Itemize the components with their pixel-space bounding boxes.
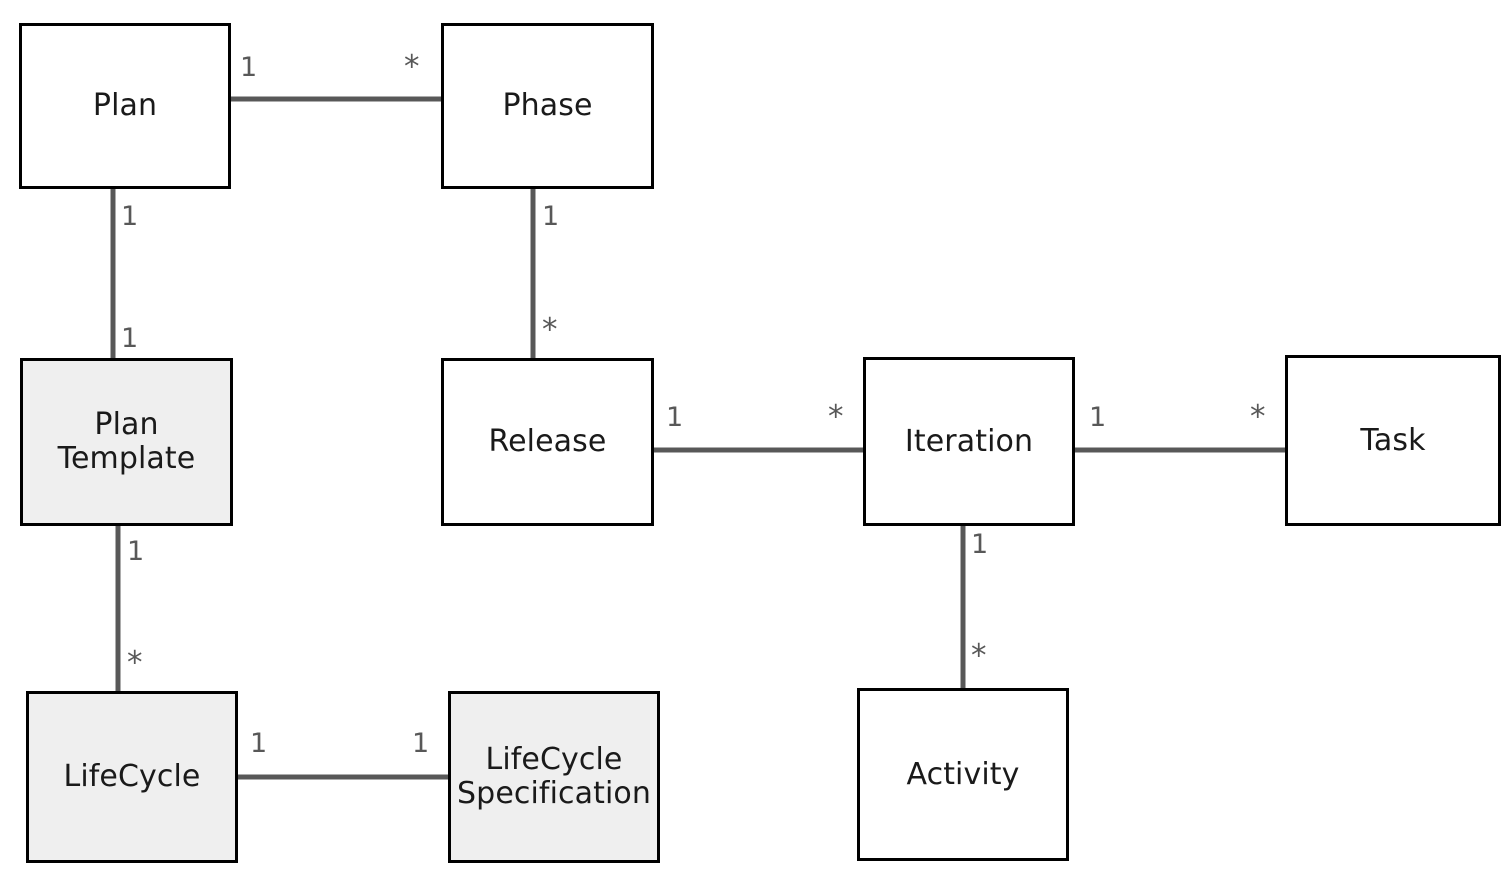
class-name-label: Phase: [502, 88, 593, 124]
multiplicity-label-lifecycle-lcspec-to: 1: [412, 728, 430, 759]
multiplicity-label-plan-plantemplate-to: 1: [121, 323, 139, 354]
multiplicity-label-phase-release-from: 1: [542, 201, 560, 232]
multiplicity-label-iteration-task-from: 1: [1089, 402, 1107, 433]
multiplicity-label-release-iteration-to: *: [828, 399, 844, 435]
multiplicity-label-iteration-activity-from: 1: [971, 529, 989, 560]
class-box-release[interactable]: Release: [441, 358, 654, 526]
multiplicity-label-plantemplate-lifecycle-to: *: [127, 645, 143, 681]
multiplicity-label-release-iteration-from: 1: [666, 402, 684, 433]
class-box-lifecycle[interactable]: LifeCycle: [26, 691, 238, 863]
class-box-plantpl[interactable]: Plan Template: [20, 358, 233, 526]
multiplicity-label-plan-plantemplate-from: 1: [121, 201, 139, 232]
multiplicity-label-iteration-task-to: *: [1250, 399, 1266, 435]
class-box-task[interactable]: Task: [1285, 355, 1501, 526]
class-name-label: LifeCycle Specification: [457, 742, 651, 811]
class-box-activity[interactable]: Activity: [857, 688, 1069, 861]
multiplicity-label-phase-release-to: *: [542, 312, 558, 348]
multiplicity-label-plan-phase-to: *: [404, 49, 420, 85]
class-name-label: Iteration: [904, 423, 1034, 459]
class-name-label: Plan: [92, 88, 158, 124]
class-box-iteration[interactable]: Iteration: [863, 357, 1075, 526]
class-name-label: Activity: [906, 756, 1020, 792]
class-name-label: Release: [488, 424, 607, 460]
class-box-phase[interactable]: Phase: [441, 23, 654, 189]
class-box-lcspec[interactable]: LifeCycle Specification: [448, 691, 660, 863]
multiplicity-label-plantemplate-lifecycle-from: 1: [127, 536, 145, 567]
multiplicity-label-plan-phase-from: 1: [240, 52, 258, 83]
multiplicity-label-iteration-activity-to: *: [971, 638, 987, 674]
class-box-plan[interactable]: Plan: [19, 23, 231, 189]
class-name-label: LifeCycle: [63, 759, 201, 795]
class-name-label: Task: [1360, 422, 1426, 458]
class-name-label: Plan Template: [57, 407, 196, 476]
multiplicity-label-lifecycle-lcspec-from: 1: [250, 728, 268, 759]
